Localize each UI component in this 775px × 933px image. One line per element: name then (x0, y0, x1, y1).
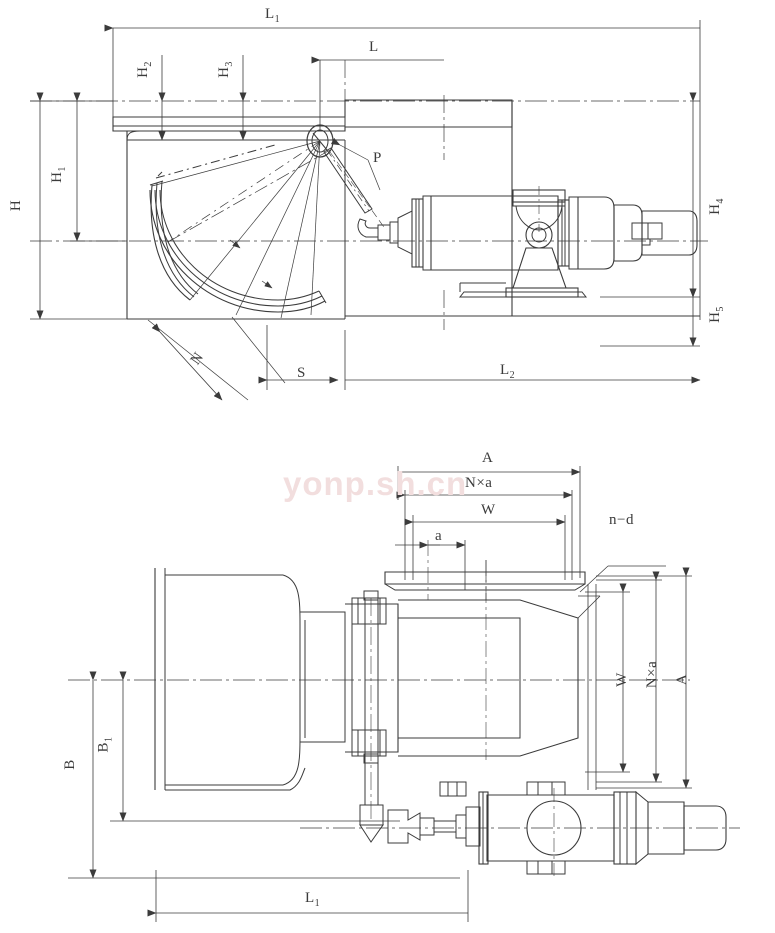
dim-label-B: B (61, 759, 78, 770)
plan-inlet-duct (154, 568, 306, 791)
plan-vertical-centerlines (427, 540, 487, 760)
dim-label-H3: H3 (215, 61, 235, 78)
elevation-dimension-lines (30, 20, 701, 401)
dim-label-L1: L1 (265, 6, 281, 25)
dim-label-H5: H5 (706, 306, 726, 323)
dim-label-W-top: W (481, 502, 496, 518)
dim-label-Nxa-right: N×a (644, 660, 661, 689)
elevation-view (30, 20, 708, 401)
dim-label-L1-bottom: L1 (305, 890, 321, 909)
dim-label-n-d: n−d (609, 512, 634, 528)
valve-body-outline (112, 99, 700, 320)
dim-label-L2: L2 (500, 362, 516, 381)
plan-view (68, 466, 740, 922)
dim-label-L: L (369, 39, 379, 55)
plan-dimension-lines (68, 466, 692, 922)
dim-label-a-top: a (435, 528, 443, 544)
dim-label-W-right: W (613, 672, 630, 687)
dim-label-A-top: A (482, 450, 494, 466)
flap-disc (149, 124, 373, 319)
dim-label-A-right: A (674, 673, 691, 686)
elevation-centerlines (30, 100, 708, 243)
dim-label-S: S (297, 365, 306, 381)
plan-valve-body (300, 590, 399, 843)
dim-label-H4: H4 (706, 198, 726, 215)
actuator-cylinder (411, 186, 698, 298)
dim-label-B1: B1 (95, 736, 115, 753)
dim-label-H: H (8, 199, 25, 212)
dim-label-Nxa-top: N×a (465, 475, 493, 491)
site-watermark: yonp.sh.cn (283, 465, 468, 502)
dim-label-H1: H1 (48, 166, 68, 183)
dim-label-H2: H2 (134, 61, 154, 78)
elevation-vertical-centerlines (344, 60, 445, 330)
actuator-linkage (357, 210, 413, 255)
plan-casing (384, 571, 601, 790)
dim-label-P: P (373, 150, 382, 166)
plan-actuator (387, 781, 727, 876)
